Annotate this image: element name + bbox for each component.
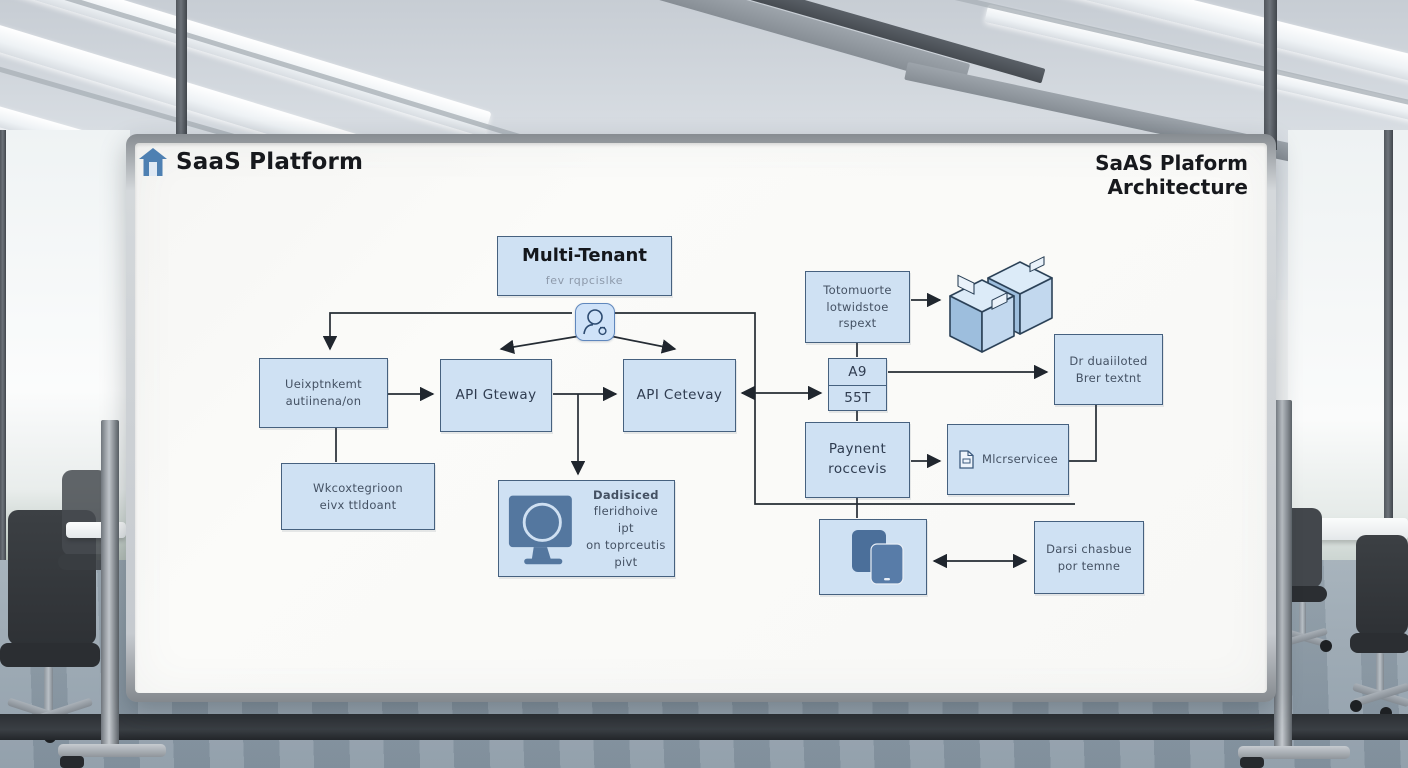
- node-integration: Wkcoxtegrioon eivx ttldoant: [281, 463, 435, 530]
- user-badge: [575, 303, 615, 341]
- node-label: Darsi chasbue: [1046, 541, 1132, 556]
- person-icon: [583, 309, 607, 336]
- monitor-icon: [508, 495, 572, 564]
- node-label: fleridhoive ipt: [593, 504, 658, 536]
- node-api-gateway-1: API Gteway: [440, 359, 552, 432]
- board-logo-label: SaaS Platform: [176, 149, 364, 175]
- node-label: eivx ttldoant: [319, 497, 397, 512]
- node-a9: A9 55T: [828, 358, 887, 411]
- multi-tenant-subtitle: fev rqpcislke: [545, 273, 624, 287]
- node-label: Mlcrservicee: [981, 452, 1059, 467]
- baseboard: [0, 714, 1408, 740]
- node-label: 55T: [844, 389, 871, 406]
- node-label: on toprceutis: [586, 537, 666, 552]
- node-label: Paynent: [828, 441, 887, 458]
- caster-wheel: [1240, 757, 1264, 768]
- node-label: Brer textnt: [1075, 370, 1142, 385]
- node-microservices: Mlcrservicee: [947, 424, 1069, 495]
- node-label: Dadisiced: [592, 487, 659, 502]
- node-dashboard: Dadisiced fleridhoive ipt on toprceutis …: [498, 480, 675, 577]
- whiteboard-stand-right: [1274, 400, 1292, 752]
- node-label: A9: [829, 359, 886, 386]
- node-label: rspext: [838, 316, 877, 331]
- document-icon: [959, 450, 974, 469]
- window-mullion: [176, 0, 187, 150]
- dashboard-text: Dadisiced fleridhoive ipt on toprceutis …: [586, 487, 666, 570]
- node-user-management: Ueixptnkemt autiinena/on: [259, 358, 388, 428]
- caster-wheel: [60, 756, 84, 768]
- node-label: pivt: [614, 554, 638, 569]
- node-label: Totomuorte: [823, 282, 892, 297]
- multi-tenant-title: Multi-Tenant: [522, 245, 647, 267]
- whiteboard-stand-left: [101, 420, 119, 750]
- whiteboard-foot-left: [58, 744, 166, 757]
- window-frame: [0, 130, 6, 710]
- node-payment: Paynent roccevis: [805, 422, 910, 498]
- node-label: Ueixptnkemt: [285, 377, 362, 392]
- board-title: SaAS Plaform Architecture: [1095, 151, 1248, 199]
- window-mullion: [1264, 0, 1277, 150]
- table: [1296, 518, 1408, 540]
- node-label: API Cetevay: [636, 386, 723, 403]
- node-label: Wkcoxtegrioon: [313, 480, 403, 495]
- node-tenant-route: Totomuorte lotwidstoe rspext: [805, 271, 910, 343]
- node-multi-tenant: Multi-Tenant fev rqpcislke: [497, 236, 672, 296]
- node-label: API Gteway: [455, 386, 537, 403]
- node-dedicated: Dr duaiiloted Brer textnt: [1054, 334, 1163, 405]
- node-database: Darsi chasbue por temne: [1034, 521, 1144, 594]
- home-icon: [139, 148, 167, 176]
- whiteboard-foot-right: [1238, 746, 1350, 759]
- node-label: por temne: [1057, 558, 1121, 573]
- mobile-devices-icon: [852, 530, 904, 585]
- node-devices: [819, 519, 927, 595]
- node-api-gateway-2: API Cetevay: [623, 359, 736, 432]
- window-frame: [1384, 130, 1393, 570]
- node-label: lotwidstoe: [826, 299, 889, 314]
- node-label: roccevis: [828, 461, 887, 477]
- board-header-left: SaaS Platform: [139, 147, 363, 177]
- node-label: autiinena/on: [285, 394, 362, 408]
- node-label: Dr duaiiloted: [1069, 353, 1148, 368]
